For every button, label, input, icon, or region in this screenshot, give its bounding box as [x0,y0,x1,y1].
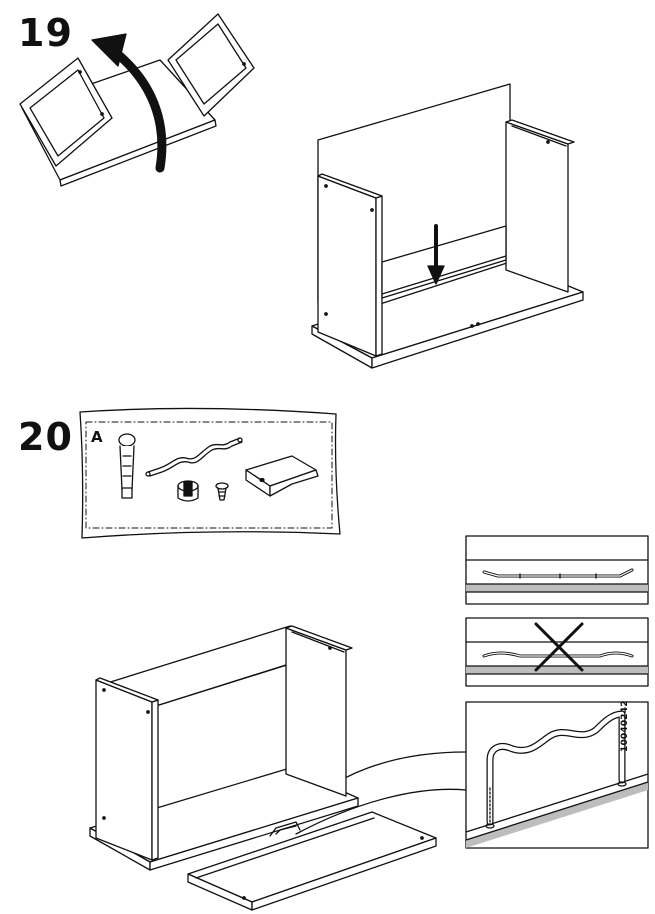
down-arrow-icon [427,224,445,285]
step-number-19: 19 [18,11,73,55]
cross-icon [534,622,584,672]
wire-support-icon [145,437,243,477]
cam-lock-icon [177,480,199,502]
hardware-bag [79,407,341,539]
step-number-20: 20 [18,415,73,459]
step20-bottom-panel [187,811,437,911]
screw-icon [215,482,229,501]
handle-icon [245,455,319,497]
detail-correct [465,535,649,605]
detail-incorrect [465,617,649,687]
flip-arrow-icon [91,33,167,173]
detail-zoom [465,701,649,849]
cam-pin-icon [118,433,136,499]
step19-cabinet [311,83,584,369]
hardware-bag-label: A [91,428,103,446]
step20-cabinet [89,625,359,871]
step19-flip-panel [19,13,255,187]
document-code: 10040242 [620,700,630,752]
